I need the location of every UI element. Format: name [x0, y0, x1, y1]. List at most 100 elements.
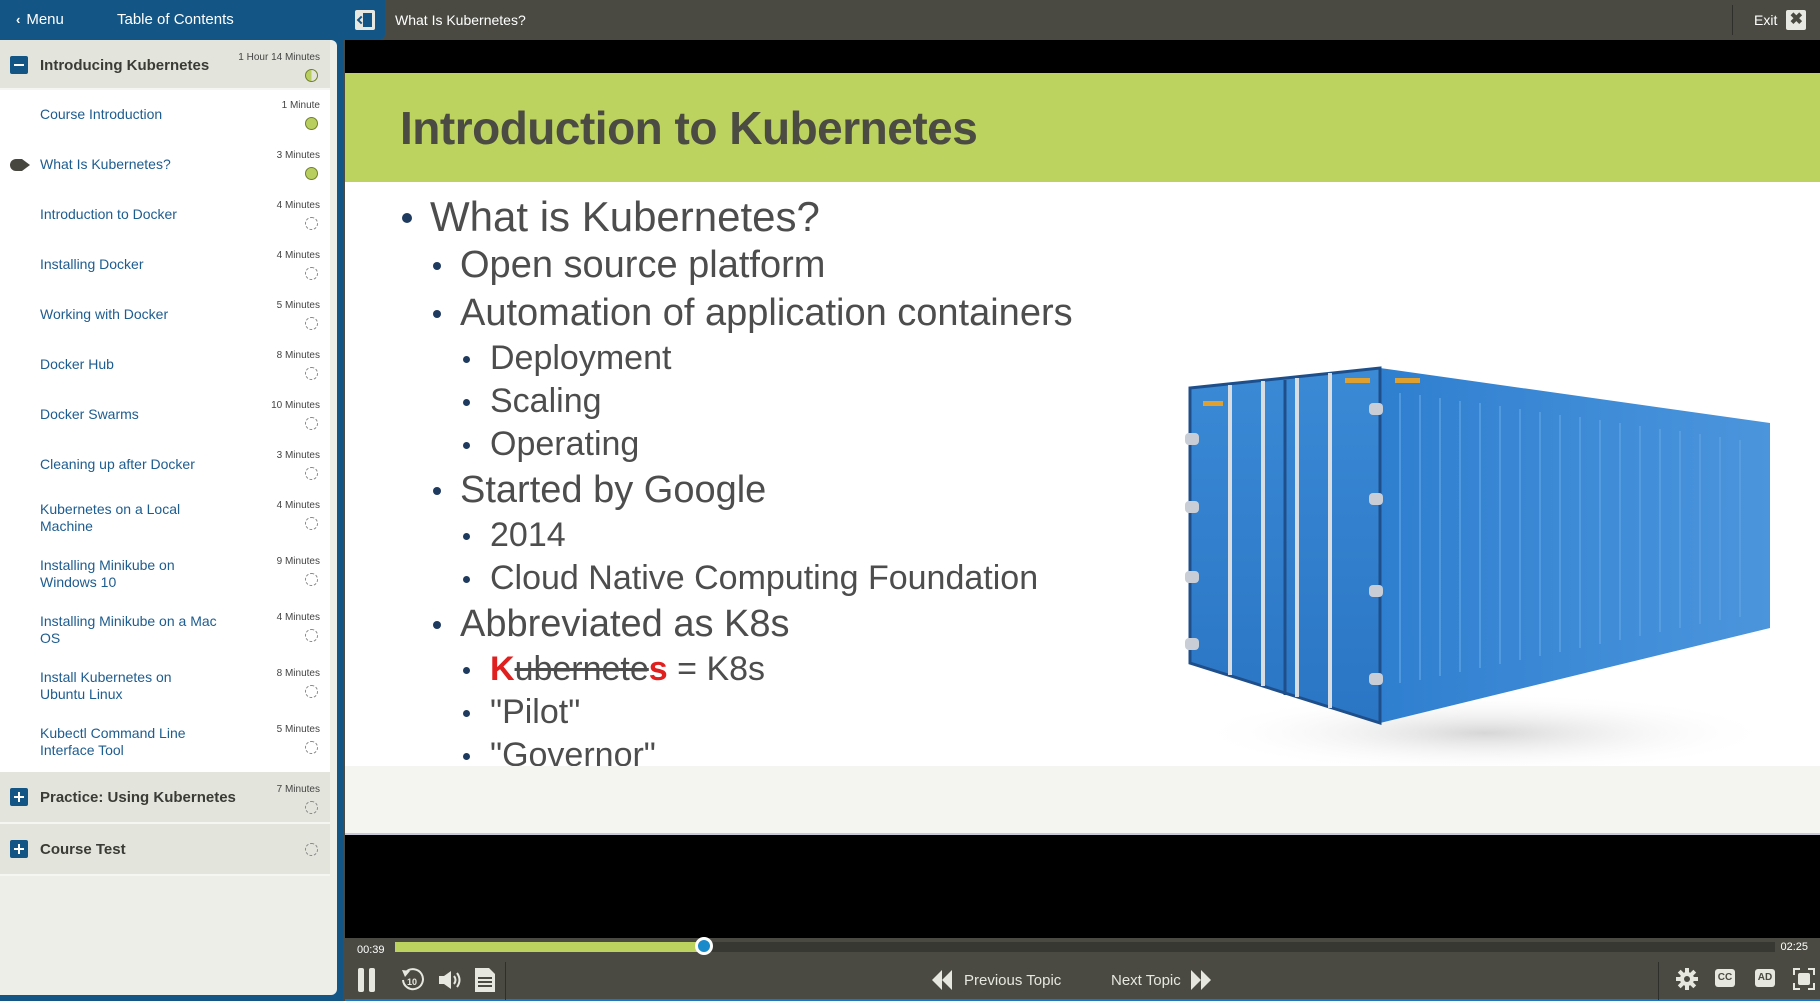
not-started-icon — [305, 217, 318, 230]
shipping-container-image — [1185, 366, 1775, 773]
expand-icon[interactable] — [10, 788, 28, 806]
lesson-installing-minikube-on-a-mac-os[interactable]: Installing Minikube on a Mac OS 4 Minute… — [0, 602, 330, 658]
next-topic-button[interactable]: Next Topic — [1111, 970, 1213, 990]
lesson-working-with-docker[interactable]: Working with Docker 5 Minutes — [0, 290, 330, 340]
bullet: Abbreviated as K8s — [433, 600, 1073, 648]
lesson-course-introduction[interactable]: Course Introduction 1 Minute — [0, 90, 330, 140]
seek-bar[interactable] — [395, 937, 1775, 955]
lesson-duration: 5 Minutes — [276, 300, 320, 311]
lesson-duration: 4 Minutes — [276, 500, 320, 511]
not-started-icon — [305, 417, 318, 430]
module-course-test[interactable]: Course Test — [0, 824, 330, 876]
bullet: Operating — [463, 423, 1073, 466]
bullet: Started by Google — [433, 466, 1073, 514]
volume-icon[interactable] — [439, 970, 463, 990]
toc-header: ‹ Menu Table of Contents — [0, 0, 385, 40]
module-practice-using-kubernetes[interactable]: Practice: Using Kubernetes 7 Minutes — [0, 772, 330, 824]
lesson-introduction-to-docker[interactable]: Introduction to Docker 4 Minutes — [0, 190, 330, 240]
module-introducing-kubernetes[interactable]: Introducing Kubernetes 1 Hour 14 Minutes — [0, 40, 330, 90]
sidebar: Introducing Kubernetes 1 Hour 14 Minutes… — [0, 40, 343, 1001]
toc-list: Introducing Kubernetes 1 Hour 14 Minutes… — [0, 40, 330, 876]
lesson-what-is-kubernetes[interactable]: What Is Kubernetes? 3 Minutes — [0, 140, 330, 190]
toc-title: Table of Contents — [117, 11, 234, 28]
lesson-label: Installing Minikube on a Mac OS — [40, 613, 217, 646]
bullet-k8s: Kubernetes = K8s — [463, 648, 1073, 691]
bullet: 2014 — [463, 514, 1073, 557]
lesson-duration: 4 Minutes — [276, 250, 320, 261]
divider — [1732, 5, 1733, 35]
lesson-kubernetes-on-a-local-machine[interactable]: Kubernetes on a Local Machine 4 Minutes — [0, 490, 330, 546]
equals-k8s: = K8s — [667, 650, 766, 688]
total-time: 02:25 — [1780, 941, 1808, 953]
chevron-left-icon: ‹ — [16, 12, 21, 27]
close-icon: ✖ — [1786, 10, 1807, 30]
player-controls: 10 Previous Topic Next Topic — [345, 960, 1820, 1001]
replay-10-icon[interactable]: 10 — [399, 967, 425, 993]
seek-handle[interactable] — [695, 937, 714, 955]
lesson-label: Docker Hub — [40, 356, 114, 372]
lesson-label: What Is Kubernetes? — [40, 156, 171, 172]
lesson-duration: 8 Minutes — [276, 668, 320, 679]
complete-icon — [305, 117, 318, 130]
exit-button[interactable]: Exit ✖ — [1754, 10, 1807, 30]
bullet: Automation of application containers — [433, 289, 1073, 337]
lesson-duration: 3 Minutes — [276, 150, 320, 161]
lesson-installing-minikube-on-windows-10[interactable]: Installing Minikube on Windows 10 9 Minu… — [0, 546, 330, 602]
lesson-duration: 8 Minutes — [276, 350, 320, 361]
lesson-installing-docker[interactable]: Installing Docker 4 Minutes — [0, 240, 330, 290]
not-started-icon — [305, 367, 318, 380]
slide-bullets: What is Kubernetes? Open source platform… — [400, 193, 1073, 777]
lesson-duration: 4 Minutes — [276, 200, 320, 211]
lesson-duration: 5 Minutes — [276, 724, 320, 735]
module-label: Introducing Kubernetes — [40, 57, 210, 74]
progress-row: 00:39 02:25 — [345, 937, 1820, 960]
exit-label: Exit — [1754, 12, 1778, 28]
bullet: Cloud Native Computing Foundation — [463, 557, 1073, 600]
pause-icon[interactable] — [358, 968, 376, 992]
audio-description-button[interactable]: AD — [1755, 969, 1775, 987]
highlight-s: s — [648, 650, 668, 688]
slide-header: Introduction to Kubernetes — [345, 73, 1820, 182]
struck-text: ubernete — [514, 650, 649, 688]
lesson-docker-hub[interactable]: Docker Hub 8 Minutes — [0, 340, 330, 390]
lesson-label: Installing Minikube on Windows 10 — [40, 557, 175, 590]
not-started-icon — [305, 685, 318, 698]
topic-title: What Is Kubernetes? — [395, 12, 526, 28]
collapse-icon[interactable] — [10, 56, 28, 74]
lesson-docker-swarms[interactable]: Docker Swarms 10 Minutes — [0, 390, 330, 440]
module-label: Course Test — [40, 841, 126, 858]
settings-gear-icon[interactable] — [1676, 968, 1698, 990]
video-area[interactable]: Introduction to Kubernetes What is Kuber… — [345, 40, 1820, 938]
lesson-kubectl-command-line-interface-tool[interactable]: Kubectl Command Line Interface Tool 5 Mi… — [0, 714, 330, 772]
lesson-label: Introduction to Docker — [40, 206, 177, 222]
previous-topic-button[interactable]: Previous Topic — [932, 970, 1061, 990]
expand-icon[interactable] — [10, 840, 28, 858]
not-started-icon — [305, 317, 318, 330]
collapse-sidebar-icon[interactable] — [355, 10, 375, 30]
toc-panel: Introducing Kubernetes 1 Hour 14 Minutes… — [0, 40, 337, 995]
transcript-icon[interactable] — [475, 968, 495, 992]
menu-label: Menu — [26, 11, 64, 28]
fast-forward-icon — [1190, 970, 1213, 990]
highlight-k: K — [490, 650, 515, 688]
module-duration: 7 Minutes — [276, 784, 320, 795]
lesson-label: Course Introduction — [40, 106, 163, 122]
lesson-label: Installing Docker — [40, 256, 144, 272]
not-started-icon — [305, 573, 318, 586]
lesson-install-kubernetes-on-ubuntu-linux[interactable]: Install Kubernetes on Ubuntu Linux 8 Min… — [0, 658, 330, 714]
not-started-icon — [305, 267, 318, 280]
fullscreen-icon[interactable] — [1793, 968, 1815, 990]
menu-button[interactable]: ‹ Menu — [16, 11, 64, 28]
not-started-icon — [305, 741, 318, 754]
complete-icon — [305, 167, 318, 180]
svg-text:10: 10 — [407, 977, 417, 987]
not-started-icon — [305, 843, 318, 856]
current-time: 00:39 — [357, 944, 385, 956]
top-bar: ‹ Menu Table of Contents What Is Kuberne… — [0, 0, 1820, 40]
lesson-cleaning-up-after-docker[interactable]: Cleaning up after Docker 3 Minutes — [0, 440, 330, 490]
module-duration: 1 Hour 14 Minutes — [238, 52, 320, 63]
closed-captions-button[interactable]: CC — [1715, 969, 1735, 987]
module-label: Practice: Using Kubernetes — [40, 789, 236, 806]
next-topic-label: Next Topic — [1111, 971, 1181, 989]
